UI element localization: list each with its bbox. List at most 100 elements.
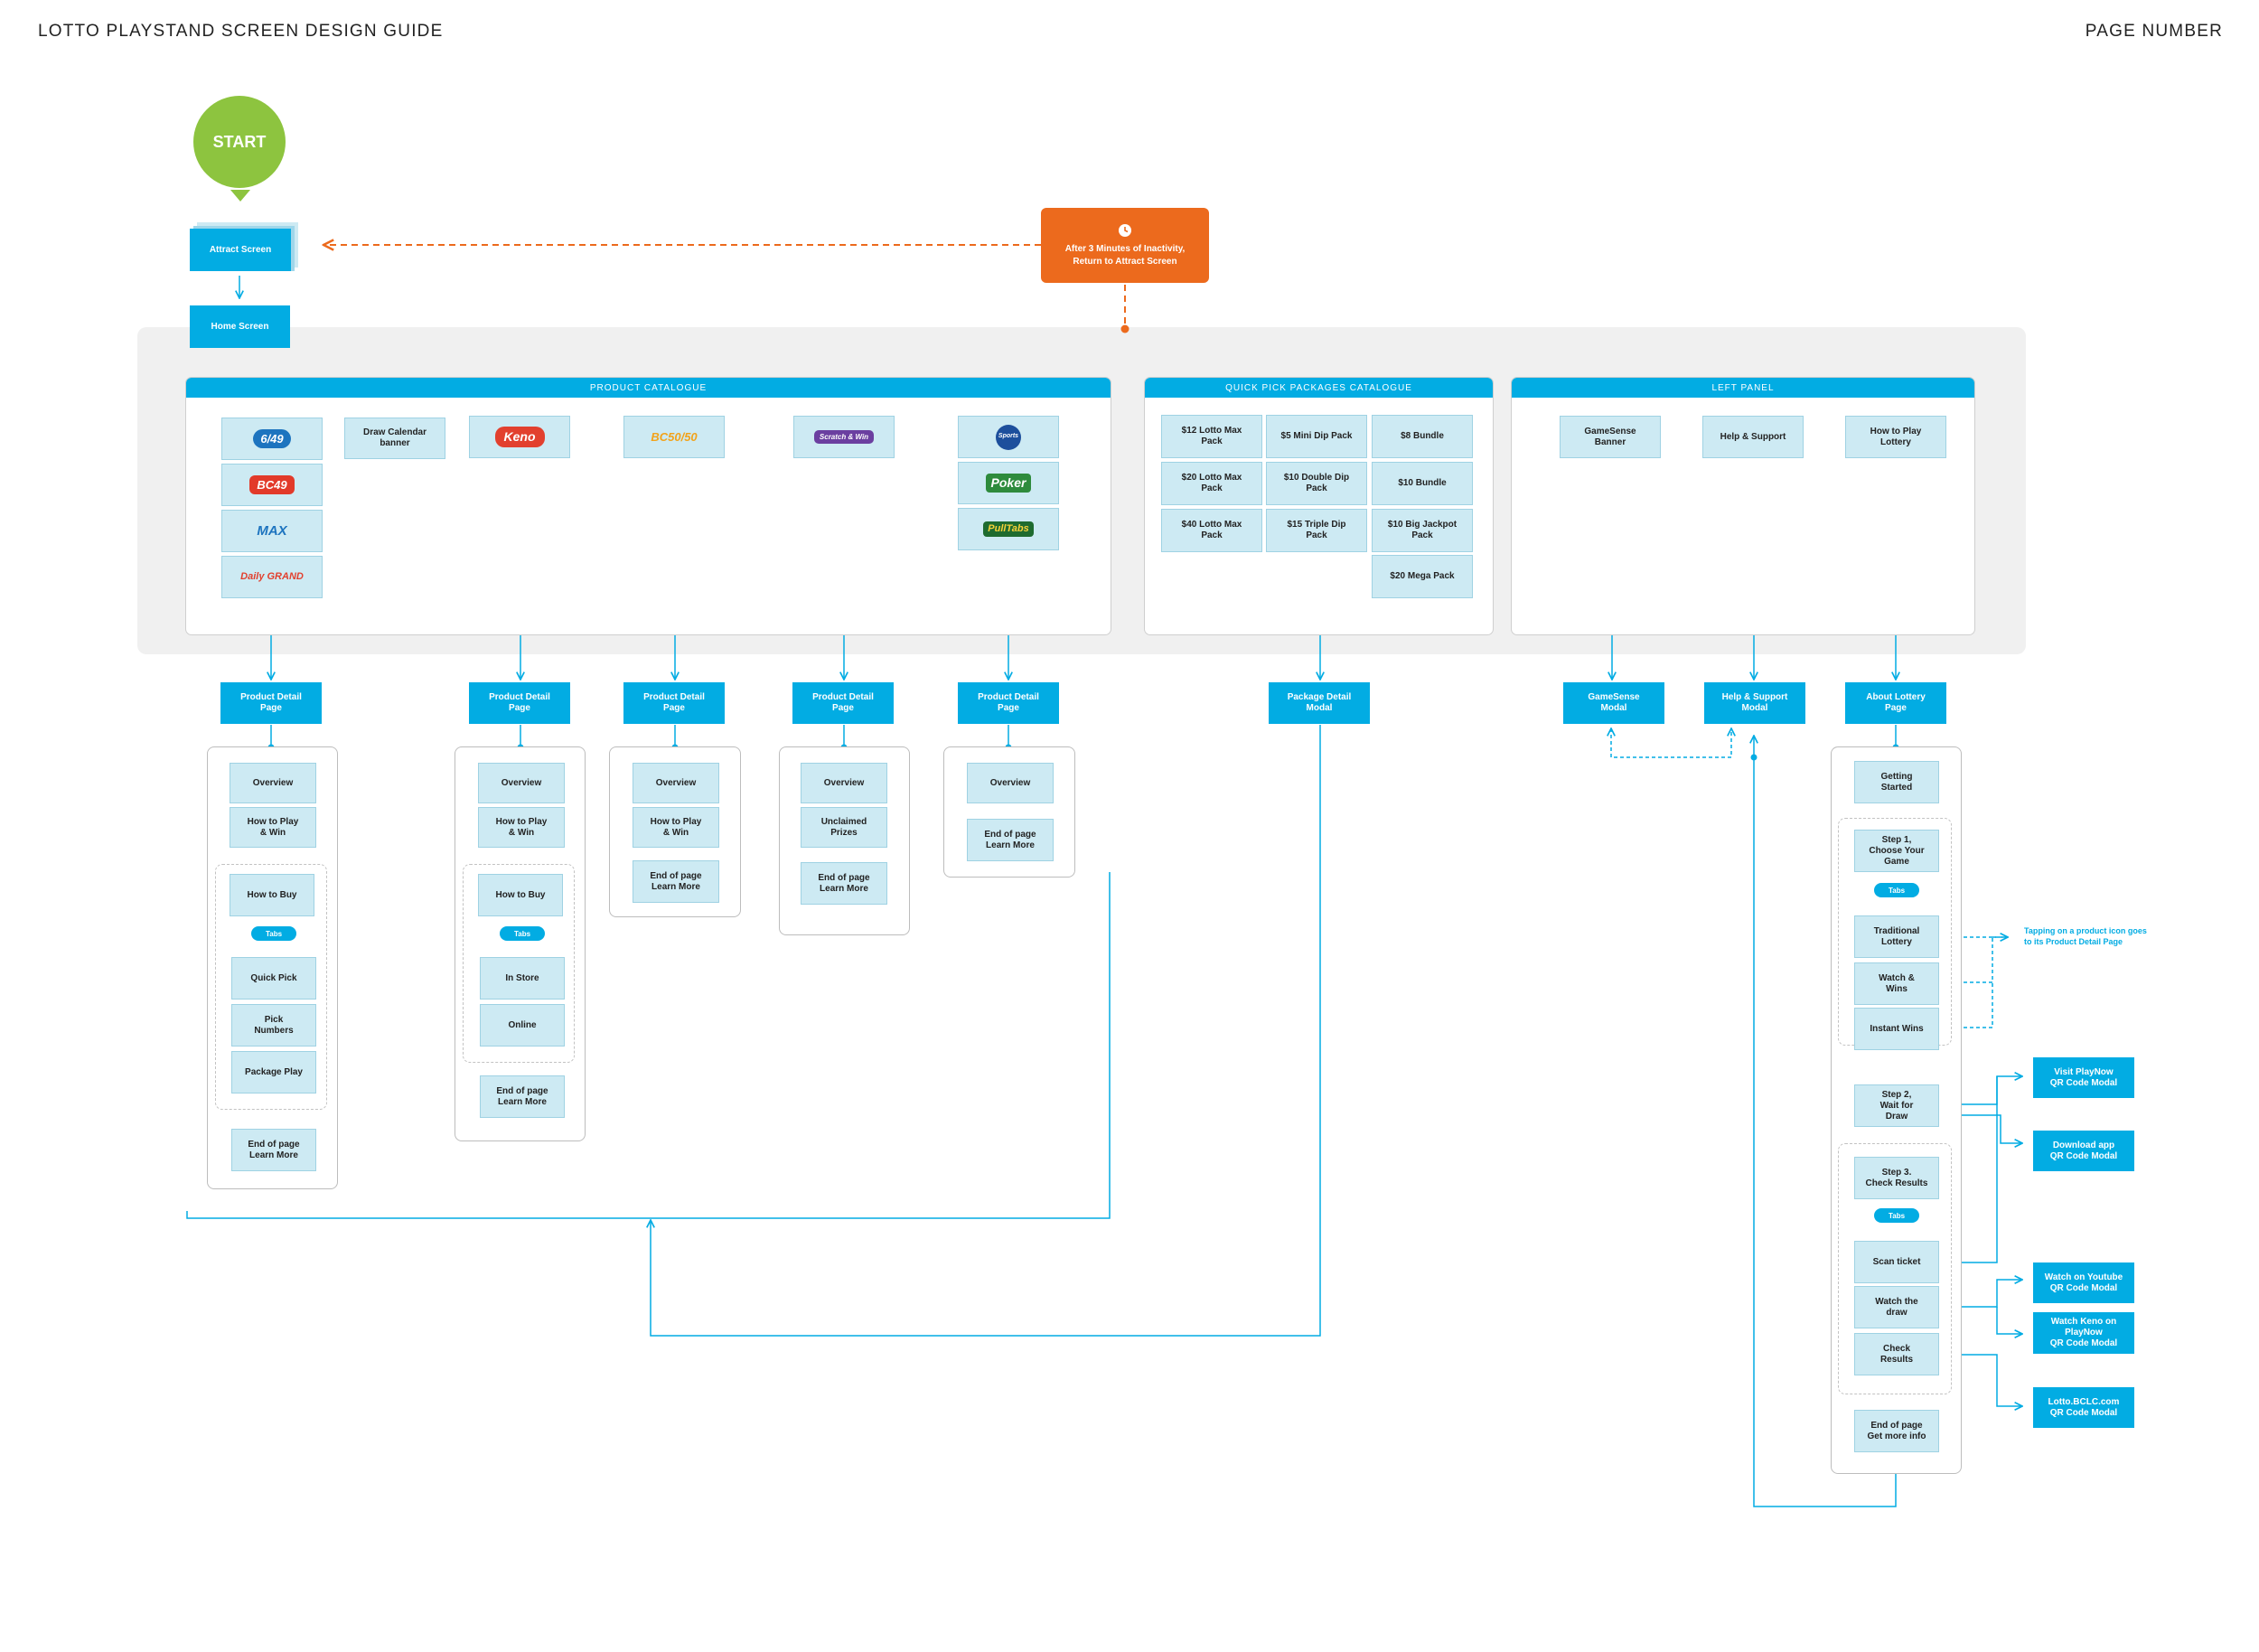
section-end-learn-more[interactable]: End of page Learn More	[967, 819, 1054, 861]
how-to-play-lottery[interactable]: How to Play Lottery	[1845, 416, 1946, 458]
sports-logo: Sports	[996, 424, 1021, 450]
page-number: PAGE NUMBER	[2085, 22, 2223, 41]
tabs-badge: Tabs	[1874, 883, 1919, 897]
lotto-649-logo: 6/49	[253, 428, 291, 449]
help-support-item[interactable]: Help & Support	[1702, 416, 1804, 458]
product-icon-note: Tapping on a product icon goes to its Pr…	[2024, 926, 2147, 946]
section-end-learn-more[interactable]: End of page Learn More	[480, 1075, 565, 1118]
inactivity-text: After 3 Minutes of Inactivity, Return to…	[1064, 244, 1186, 267]
pulltabs-logo: PullTabs	[983, 521, 1034, 538]
section-unclaimed-prizes[interactable]: Unclaimed Prizes	[801, 807, 887, 848]
home-screen[interactable]: Home Screen	[190, 305, 290, 348]
tab-watch-the-draw[interactable]: Watch the draw	[1854, 1286, 1939, 1328]
end-get-more-info[interactable]: End of page Get more info	[1854, 1410, 1939, 1452]
quick-pick-title: QUICK PICK PACKAGES CATALOGUE	[1145, 378, 1493, 398]
product-detail-page-3[interactable]: Product Detail Page	[623, 682, 725, 724]
tab-in-store[interactable]: In Store	[480, 957, 565, 1000]
package-12-lotto-max[interactable]: $12 Lotto Max Pack	[1161, 415, 1262, 458]
package-20-mega[interactable]: $20 Mega Pack	[1372, 555, 1473, 598]
package-15-triple-dip[interactable]: $15 Triple Dip Pack	[1266, 509, 1367, 552]
product-detail-page-1[interactable]: Product Detail Page	[220, 682, 322, 724]
step2-wait-for-draw[interactable]: Step 2, Wait for Draw	[1854, 1084, 1939, 1127]
watch-youtube-qr-modal[interactable]: Watch on Youtube QR Code Modal	[2033, 1262, 2134, 1303]
logo-max[interactable]: MAX	[221, 510, 323, 552]
tab-instant-wins[interactable]: Instant Wins	[1854, 1008, 1939, 1050]
section-end-learn-more[interactable]: End of page Learn More	[801, 862, 887, 905]
section-end-learn-more[interactable]: End of page Learn More	[633, 860, 719, 903]
product-detail-page-2[interactable]: Product Detail Page	[469, 682, 570, 724]
section-overview[interactable]: Overview	[478, 763, 565, 803]
section-how-to-play[interactable]: How to Play & Win	[230, 807, 316, 848]
tab-quick-pick[interactable]: Quick Pick	[231, 957, 316, 1000]
gamesense-modal[interactable]: GameSense Modal	[1563, 682, 1664, 724]
download-app-qr-modal[interactable]: Download app QR Code Modal	[2033, 1131, 2134, 1171]
step1-choose-game[interactable]: Step 1, Choose Your Game	[1854, 830, 1939, 872]
logo-daily-grand[interactable]: Daily GRAND	[221, 556, 323, 598]
tab-scan-ticket[interactable]: Scan ticket	[1854, 1241, 1939, 1283]
step3-check-results[interactable]: Step 3. Check Results	[1854, 1157, 1939, 1199]
logo-keno[interactable]: Keno	[469, 416, 570, 458]
inactivity-note: After 3 Minutes of Inactivity, Return to…	[1041, 208, 1209, 283]
tab-traditional-lottery[interactable]: Traditional Lottery	[1854, 915, 1939, 958]
logo-sports[interactable]: Sports	[958, 416, 1059, 458]
tab-pick-numbers[interactable]: Pick Numbers	[231, 1004, 316, 1047]
lotto-max-logo: MAX	[257, 522, 287, 539]
tabs-badge: Tabs	[1874, 1208, 1919, 1223]
bc49-logo: BC49	[249, 474, 295, 495]
section-how-to-buy[interactable]: How to Buy	[478, 874, 563, 916]
lotto-bclc-qr-modal[interactable]: Lotto.BCLC.com QR Code Modal	[2033, 1387, 2134, 1428]
section-overview[interactable]: Overview	[801, 763, 887, 803]
package-10-double-dip[interactable]: $10 Double Dip Pack	[1266, 462, 1367, 505]
section-how-to-play[interactable]: How to Play & Win	[633, 807, 719, 848]
draw-calendar-banner[interactable]: Draw Calendar banner	[344, 418, 445, 459]
keno-logo: Keno	[494, 427, 545, 447]
tabs-badge: Tabs	[251, 926, 296, 941]
scratch-win-logo: Scratch & Win	[813, 429, 875, 445]
step3-tabs-group	[1838, 1143, 1952, 1394]
package-5-mini-dip[interactable]: $5 Mini Dip Pack	[1266, 415, 1367, 458]
package-detail-modal[interactable]: Package Detail Modal	[1269, 682, 1370, 724]
tabs-badge: Tabs	[500, 926, 545, 941]
section-how-to-buy[interactable]: How to Buy	[230, 874, 314, 916]
how-to-buy-tabs-group	[215, 864, 327, 1110]
left-panel-title: LEFT PANEL	[1512, 378, 1974, 398]
product-detail-page-5[interactable]: Product Detail Page	[958, 682, 1059, 724]
section-end-learn-more[interactable]: End of page Learn More	[231, 1129, 316, 1171]
section-overview[interactable]: Overview	[633, 763, 719, 803]
help-support-modal[interactable]: Help & Support Modal	[1704, 682, 1805, 724]
gamesense-banner[interactable]: GameSense Banner	[1560, 416, 1661, 458]
clock-icon	[1119, 224, 1131, 237]
section-overview[interactable]: Overview	[230, 763, 316, 803]
package-20-lotto-max[interactable]: $20 Lotto Max Pack	[1161, 462, 1262, 505]
logo-poker[interactable]: Poker	[958, 462, 1059, 504]
product-catalogue-title: PRODUCT CATALOGUE	[186, 378, 1111, 398]
product-detail-page-4[interactable]: Product Detail Page	[792, 682, 894, 724]
section-how-to-play[interactable]: How to Play & Win	[478, 807, 565, 848]
logo-bc49[interactable]: BC49	[221, 464, 323, 506]
package-40-lotto-max[interactable]: $40 Lotto Max Pack	[1161, 509, 1262, 552]
start-pointer	[230, 190, 250, 202]
daily-grand-logo: Daily GRAND	[240, 570, 304, 582]
section-overview[interactable]: Overview	[967, 763, 1054, 803]
tab-package-play[interactable]: Package Play	[231, 1051, 316, 1094]
visit-playnow-qr-modal[interactable]: Visit PlayNow QR Code Modal	[2033, 1057, 2134, 1098]
tab-online[interactable]: Online	[480, 1004, 565, 1047]
about-lottery-page[interactable]: About Lottery Page	[1845, 682, 1946, 724]
poker-logo: Poker	[985, 474, 1032, 493]
package-10-big-jackpot[interactable]: $10 Big Jackpot Pack	[1372, 509, 1473, 552]
logo-649[interactable]: 6/49	[221, 418, 323, 460]
logo-bc5050[interactable]: BC50/50	[623, 416, 725, 458]
watch-keno-playnow-qr-modal[interactable]: Watch Keno on PlayNow QR Code Modal	[2033, 1312, 2134, 1354]
how-to-buy-tabs-group	[463, 864, 575, 1063]
logo-scratch-win[interactable]: Scratch & Win	[793, 416, 895, 458]
start-node: START	[193, 96, 286, 188]
package-10-bundle[interactable]: $10 Bundle	[1372, 462, 1473, 505]
package-8-bundle[interactable]: $8 Bundle	[1372, 415, 1473, 458]
tab-watch-win[interactable]: Watch & Wins	[1854, 962, 1939, 1005]
bc5050-logo: BC50/50	[651, 429, 698, 444]
start-label: START	[212, 132, 267, 151]
logo-pulltabs[interactable]: PullTabs	[958, 508, 1059, 550]
getting-started[interactable]: Getting Started	[1854, 761, 1939, 803]
attract-screen[interactable]: Attract Screen	[190, 229, 291, 271]
tab-check-results[interactable]: Check Results	[1854, 1333, 1939, 1375]
